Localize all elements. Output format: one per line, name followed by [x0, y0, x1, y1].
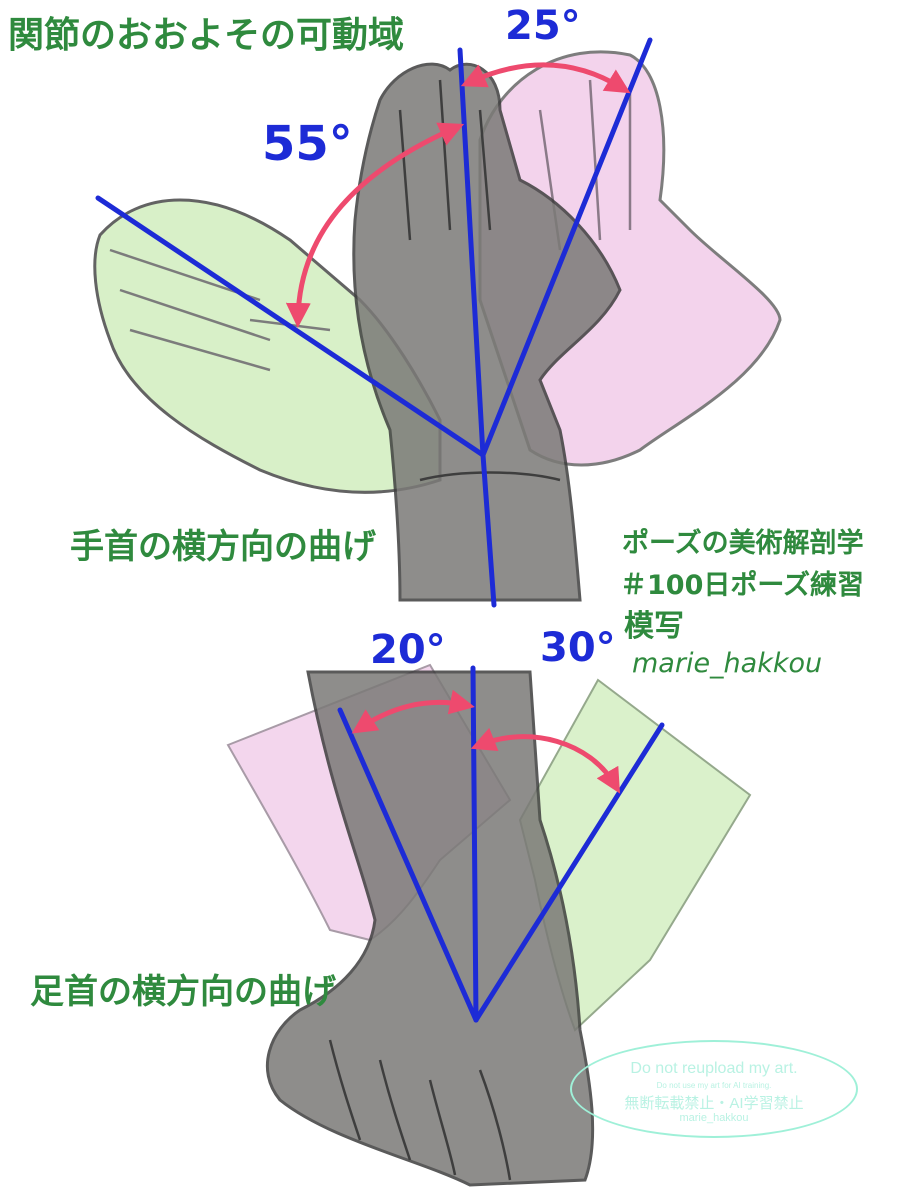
watermark-line-3: 無断転載禁止・AI学習禁止	[624, 1095, 804, 1112]
green-hand-finger-lines	[109, 248, 331, 372]
page-title: 関節のおおよその可動域	[8, 15, 405, 56]
ankle-arc-30	[470, 727, 621, 794]
credit-line-3: 模写	[624, 609, 684, 644]
ankle-arc-20	[351, 689, 475, 734]
watermark-line-2: Do not use my art for AI training.	[656, 1081, 772, 1090]
watermark-line-4: marie_hakkou	[679, 1112, 749, 1124]
credit-line-4: marie_hakkou	[632, 648, 823, 679]
ankle-caption: 足首の横方向の曲げ	[30, 972, 336, 1012]
gray-foot-shape	[265, 670, 595, 1187]
credit-line-1: ポーズの美術解剖学	[622, 528, 864, 559]
ankle-angle-30-label: 30°	[540, 625, 616, 671]
wrist-caption: 手首の横方向の曲げ	[70, 527, 376, 567]
wrist-arc-55	[285, 122, 465, 328]
wrist-angle-25-label: 25°	[505, 3, 581, 49]
credit-line-2: ＃100日ポーズ練習	[620, 570, 865, 601]
watermark-line-1: Do not reupload my art.	[630, 1060, 798, 1077]
ankle-angle-20-label: 20°	[370, 627, 446, 673]
gray-foot-toe-lines	[328, 1039, 512, 1181]
watermark-badge: Do not reupload my art. Do not use my ar…	[570, 1040, 858, 1138]
wrist-arc-25	[460, 62, 631, 94]
wrist-angle-55-label: 55°	[262, 116, 353, 172]
